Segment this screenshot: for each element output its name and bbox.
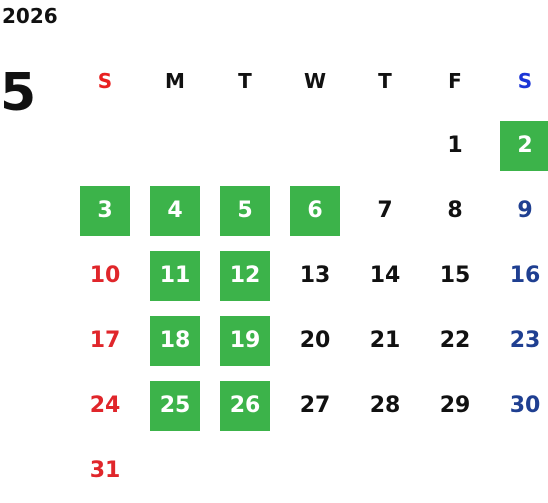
weekday-header-label: S: [517, 68, 533, 93]
day-cell[interactable]: 24: [70, 373, 140, 438]
day-cell[interactable]: 26: [210, 373, 280, 438]
day-cell[interactable]: 15: [420, 243, 490, 308]
day-cell[interactable]: 29: [420, 373, 490, 438]
day-number: 22: [439, 328, 471, 353]
day-number: 25: [150, 380, 200, 431]
empty-cell: [70, 113, 140, 178]
day-number: 14: [369, 263, 401, 288]
day-number: 6: [290, 185, 340, 236]
month-label: 5: [0, 63, 37, 123]
weekday-header: T: [350, 48, 420, 113]
day-number: 15: [439, 263, 471, 288]
day-number: 7: [377, 198, 393, 223]
day-cell[interactable]: 14: [350, 243, 420, 308]
weekday-header: M: [140, 48, 210, 113]
day-cell[interactable]: 1: [420, 113, 490, 178]
day-number: 3: [80, 185, 130, 236]
day-number: 20: [299, 328, 331, 353]
weekday-header-label: T: [378, 68, 392, 93]
day-number: 31: [89, 458, 121, 483]
day-number: 8: [447, 198, 463, 223]
weekday-header: S: [70, 48, 140, 113]
day-cell[interactable]: 13: [280, 243, 350, 308]
day-number: 12: [220, 250, 270, 301]
day-cell[interactable]: 5: [210, 178, 280, 243]
day-cell[interactable]: 21: [350, 308, 420, 373]
weekday-header: W: [280, 48, 350, 113]
day-number: 16: [509, 263, 541, 288]
day-number: 2: [500, 120, 548, 171]
day-number: 30: [509, 393, 541, 418]
day-cell[interactable]: 12: [210, 243, 280, 308]
empty-cell: [350, 113, 420, 178]
day-cell[interactable]: 16: [490, 243, 548, 308]
weekday-header-label: S: [97, 68, 113, 93]
day-number: 28: [369, 393, 401, 418]
day-cell[interactable]: 20: [280, 308, 350, 373]
weekday-header-label: W: [303, 68, 327, 93]
day-number: 26: [220, 380, 270, 431]
empty-cell: [210, 113, 280, 178]
day-cell[interactable]: 22: [420, 308, 490, 373]
day-cell[interactable]: 18: [140, 308, 210, 373]
day-cell[interactable]: 2: [490, 113, 548, 178]
day-cell[interactable]: 25: [140, 373, 210, 438]
weekday-header-label: T: [238, 68, 252, 93]
year-label: 2026: [2, 4, 58, 28]
day-cell[interactable]: 30: [490, 373, 548, 438]
day-number: 1: [447, 133, 463, 158]
day-number: 27: [299, 393, 331, 418]
day-number: 19: [220, 315, 270, 366]
day-number: 29: [439, 393, 471, 418]
day-cell[interactable]: 17: [70, 308, 140, 373]
day-number: 4: [150, 185, 200, 236]
day-cell[interactable]: 31: [70, 438, 140, 503]
day-cell[interactable]: 23: [490, 308, 548, 373]
day-number: 9: [517, 198, 533, 223]
weekday-header: S: [490, 48, 548, 113]
weekday-header-label: F: [448, 68, 462, 93]
day-cell[interactable]: 9: [490, 178, 548, 243]
day-cell[interactable]: 11: [140, 243, 210, 308]
day-number: 24: [89, 393, 121, 418]
day-cell[interactable]: 27: [280, 373, 350, 438]
day-cell[interactable]: 19: [210, 308, 280, 373]
day-cell[interactable]: 3: [70, 178, 140, 243]
day-number: 21: [369, 328, 401, 353]
day-number: 10: [89, 263, 121, 288]
day-cell[interactable]: 6: [280, 178, 350, 243]
day-number: 23: [509, 328, 541, 353]
day-number: 11: [150, 250, 200, 301]
empty-cell: [280, 113, 350, 178]
weekday-header: F: [420, 48, 490, 113]
empty-cell: [140, 113, 210, 178]
day-number: 18: [150, 315, 200, 366]
day-number: 17: [89, 328, 121, 353]
day-cell[interactable]: 8: [420, 178, 490, 243]
day-cell[interactable]: 4: [140, 178, 210, 243]
day-number: 5: [220, 185, 270, 236]
day-cell[interactable]: 10: [70, 243, 140, 308]
day-number: 13: [299, 263, 331, 288]
weekday-header-label: M: [165, 68, 185, 93]
weekday-header: T: [210, 48, 280, 113]
day-cell[interactable]: 28: [350, 373, 420, 438]
day-cell[interactable]: 7: [350, 178, 420, 243]
